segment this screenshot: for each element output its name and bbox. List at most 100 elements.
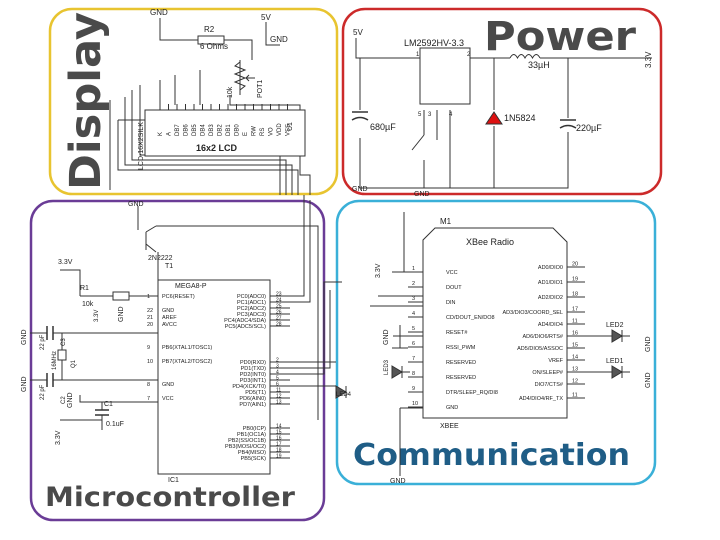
mega-pin-number: 28 xyxy=(276,322,282,328)
pot-resistor xyxy=(233,61,247,91)
r1-value-label: 10k xyxy=(82,301,94,308)
mega-pin-label: PB2(SS/OC1B) xyxy=(228,438,266,444)
mega-pin-number: 12 xyxy=(276,394,282,400)
crystal xyxy=(57,349,67,361)
mega-pin-number: 26 xyxy=(276,310,282,316)
micro-wire xyxy=(156,225,319,420)
v33-b-label: 3.3V xyxy=(55,430,62,445)
xbee-pin-label: AD4/DIO4/RF_TX xyxy=(519,396,563,402)
c1-capacitor xyxy=(95,409,109,416)
lcd-pin-label: RW xyxy=(252,126,258,136)
led1-symbol xyxy=(611,365,623,379)
micro-wire xyxy=(60,269,81,296)
xbee-pin-number: 4 xyxy=(412,311,415,317)
display-wire xyxy=(131,90,287,195)
xbee-pin-label: RESERVED xyxy=(446,360,476,366)
lcd-pin-label: E xyxy=(243,132,249,136)
mega-pin-number: 27 xyxy=(276,316,282,322)
xbee-pin-label: AD0/DIO0 xyxy=(538,265,563,271)
mega-pin-number: 6 xyxy=(276,382,279,388)
gnd-label: GND xyxy=(150,8,168,17)
power-section-title: Power xyxy=(484,14,636,60)
mega-pin-number: 4 xyxy=(276,370,279,376)
gnd-a-label: GND xyxy=(352,186,368,193)
c3-value-label: 22 pF xyxy=(40,334,46,350)
xbee-pin-number: 2 xyxy=(412,281,415,287)
mega-pin-label: AREF xyxy=(162,315,177,321)
lcd-pin-label: VDD xyxy=(277,123,283,136)
led4-symbol xyxy=(335,385,347,399)
xbee-left-pins: 1VCC2DOUT3DIN4CD/DOUT_EN/DO85RESET#6RSSI… xyxy=(408,266,498,411)
gnd-d-label: GND xyxy=(67,392,74,408)
lcd-pin-label: DB4 xyxy=(201,124,207,136)
xbee-pin-number: 10 xyxy=(412,401,418,407)
regulator-label: LM2592HV-3.3 xyxy=(404,38,464,48)
led1-label: LED1 xyxy=(606,358,624,365)
led2-symbol xyxy=(611,329,623,343)
mega-pin-number: 21 xyxy=(147,315,153,321)
mega-pin-number: 14 xyxy=(276,424,282,430)
xbee-pin-number: 3 xyxy=(412,296,415,302)
mega-pin-label: PC6(RESET) xyxy=(162,294,195,300)
mega-pin-label: PC5(ADC5/SCL) xyxy=(225,324,266,330)
xbee-pin-number: 20 xyxy=(572,262,578,268)
mega-pin-number: 7 xyxy=(147,396,150,402)
mega-pin-label: PC3(ADC3) xyxy=(237,312,266,318)
crystal-value-label: 16MHz xyxy=(52,351,58,370)
micro-section-title: Microcontroller xyxy=(45,482,296,513)
gnd-b-label: GND xyxy=(390,478,406,485)
mega-pin-label: PC0(ADC0) xyxy=(237,294,266,300)
vcc-label: 3.3V xyxy=(58,259,73,266)
xbee-pin-number: 7 xyxy=(412,356,415,362)
mega-pin-number: 1 xyxy=(147,294,150,300)
output-capacitor xyxy=(559,119,577,129)
gnd-d-label: GND xyxy=(645,372,652,388)
lcd-pin-label: DB0 xyxy=(235,124,241,136)
vin-label: 5V xyxy=(353,28,363,37)
pin2-label: 2 xyxy=(467,52,471,58)
mega-pin-number: 24 xyxy=(276,298,282,304)
transistor-label: 2N2222 xyxy=(148,255,173,262)
pot-value-label: 10k xyxy=(227,86,234,98)
xbee-pin-number: 17 xyxy=(572,307,578,313)
lcd-pin-label: DB6 xyxy=(184,124,190,136)
led3-label: LED3 xyxy=(384,359,390,375)
gnd-b-label: GND xyxy=(414,191,430,198)
micro-wire xyxy=(145,225,157,253)
pin1-label: 1 xyxy=(416,52,420,58)
mega-pin-label: PD2(INT0) xyxy=(240,372,266,378)
power-wire xyxy=(494,132,569,189)
mega-pin-label: VCC xyxy=(162,396,174,402)
gnd-top-label: GND xyxy=(128,201,144,208)
display-wire xyxy=(159,18,198,41)
mega-pin-number: 23 xyxy=(276,292,282,298)
display-wire xyxy=(124,97,293,195)
lcd-pin-label: VSS xyxy=(286,124,292,136)
xbee-pin-label: AD6/DIO6/RTS# xyxy=(522,334,563,340)
xbee-pin-label: RSSI_PWM xyxy=(446,345,476,351)
power-wire xyxy=(420,126,495,189)
mega-right-pins: PC0(ADC0)23PC1(ADC1)24PC2(ADC2)25PC3(ADC… xyxy=(224,292,290,462)
r2-value-label: 6 Ohms xyxy=(200,42,228,51)
xbee-pin-label: ON/SLEEP# xyxy=(532,370,564,376)
xbee-pin-label: RESERVED xyxy=(446,375,476,381)
xbee-pin-number: 1 xyxy=(412,266,415,272)
c3-label: C3 xyxy=(61,338,67,346)
r1-label: R1 xyxy=(80,285,89,292)
mega-pin-label: PB3(MOSI/OC2) xyxy=(225,444,266,450)
xbee-pin-number: 11 xyxy=(572,319,578,325)
lcd-part-label: LCD-16X2SILK xyxy=(138,122,145,170)
c2-label: C2 xyxy=(61,396,67,404)
led4-label: LED4 xyxy=(336,392,352,398)
mega-pin-number: 18 xyxy=(276,448,282,454)
mega-pin-label: PB7(XTAL2/TOSC2) xyxy=(162,359,212,365)
lcd-name-label: 16x2 LCD xyxy=(196,143,238,153)
power-wire xyxy=(355,38,420,59)
vcc-label: 3.3V xyxy=(375,263,382,278)
lcd-pin-label: K xyxy=(158,132,164,136)
micro-wire xyxy=(79,395,158,403)
display-section-frame xyxy=(48,7,339,196)
output-cap-label: 220µF xyxy=(576,123,602,133)
mega-pin-label: PD5(T1) xyxy=(245,390,266,396)
power-section-frame xyxy=(341,7,663,196)
